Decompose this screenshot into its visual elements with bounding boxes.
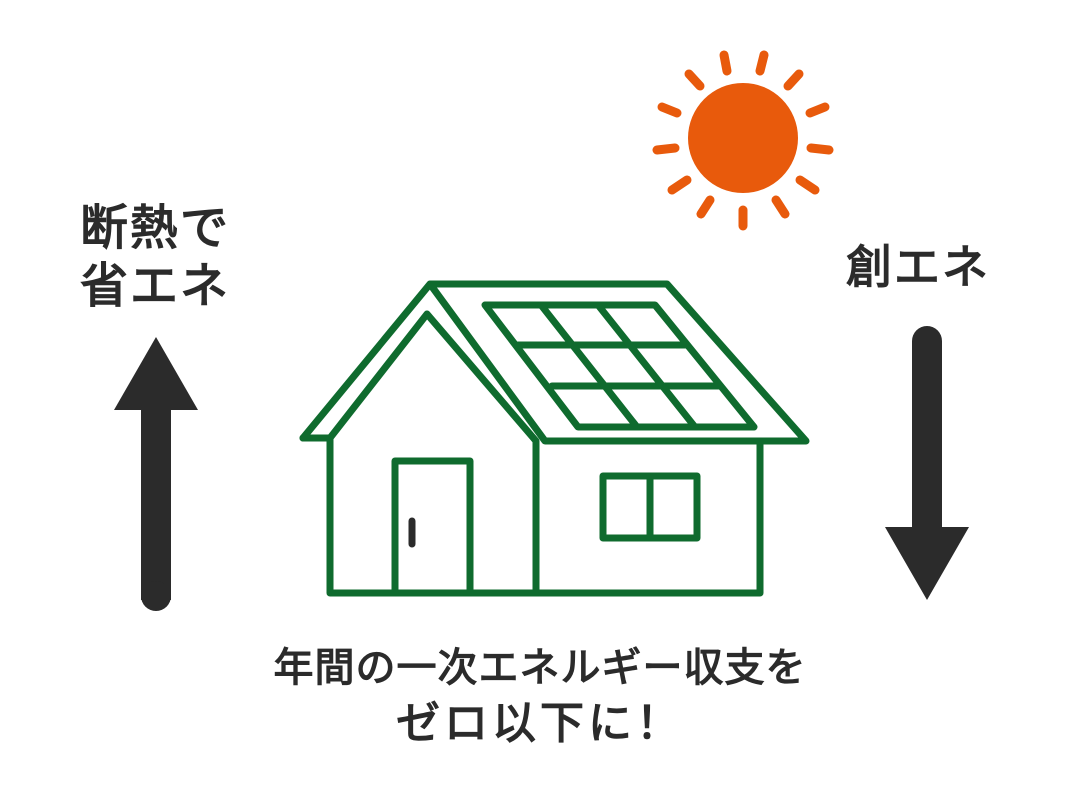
energy-creation-label: 創エネ [846, 240, 990, 294]
label-left-line2: 省エネ [80, 258, 231, 314]
arrow-up-icon [114, 337, 198, 611]
caption: 年間の一次エネルギー収支を ゼロ以下に！ [0, 640, 1080, 752]
caption-line2: ゼロ以下に！ [396, 698, 684, 749]
sun-icon [652, 50, 834, 231]
label-left-line1: 断熱で [80, 200, 231, 256]
arrow-down-icon [885, 326, 969, 600]
caption-line1: 年間の一次エネルギー収支を [273, 645, 807, 691]
house-with-solar-panels-icon [299, 280, 810, 597]
insulation-energy-saving-label: 断熱で 省エネ [80, 200, 230, 316]
